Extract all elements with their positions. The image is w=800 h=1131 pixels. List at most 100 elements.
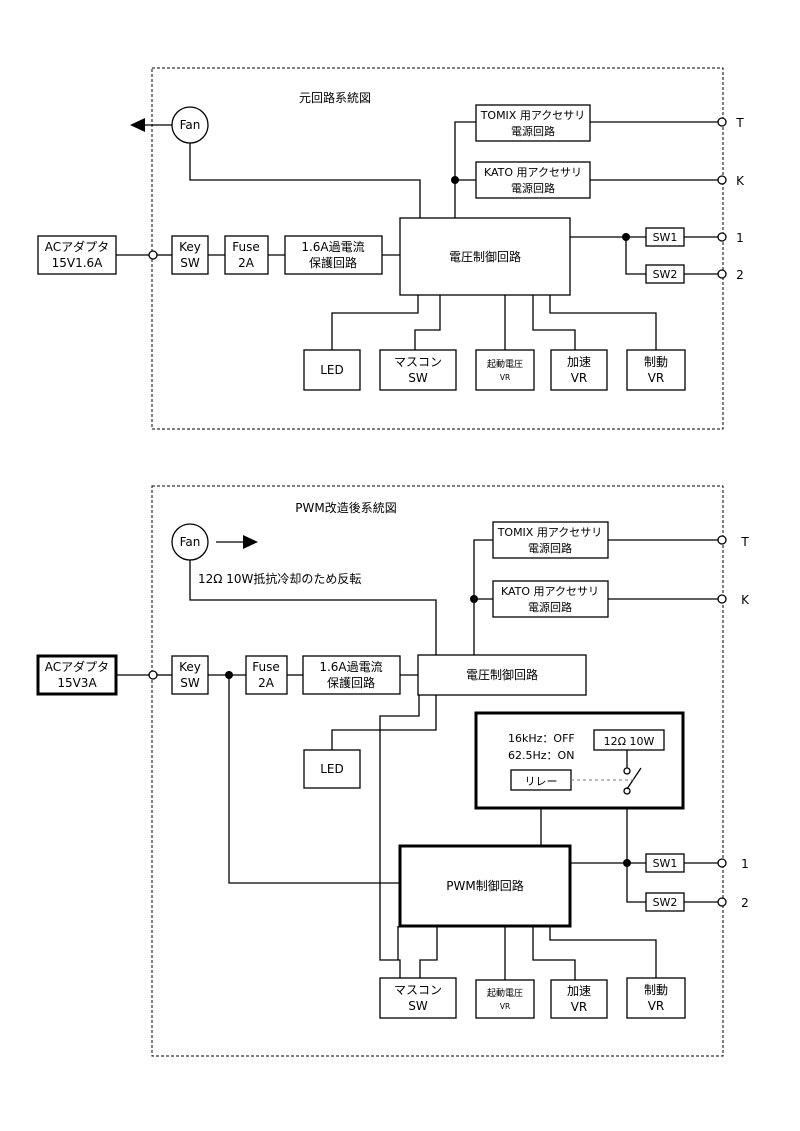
brake-box <box>626 349 686 391</box>
terminal-k <box>717 594 727 604</box>
key-sw-box <box>171 655 209 695</box>
accel-label2: VR <box>571 1000 588 1014</box>
kato-label2: 電源回路 <box>511 181 555 195</box>
pwm-control-label: PWM制御回路 <box>446 878 523 893</box>
fuse-box <box>224 235 269 275</box>
terminal-t <box>717 117 727 127</box>
relay-contact-upper <box>623 767 631 775</box>
protection-label2: 保護回路 <box>309 255 357 270</box>
terminal-t <box>717 535 727 545</box>
voltage-control-box <box>417 654 587 696</box>
mascon-label: マスコン <box>394 355 442 369</box>
brake-label: 制動 <box>644 983 668 997</box>
ac-adapter-box <box>36 654 118 696</box>
terminal-1-label: 1 <box>736 231 744 245</box>
key-sw-label: Key <box>179 660 201 674</box>
relay-freq-off: 16kHz：OFF <box>508 732 575 745</box>
pwm-control-box <box>398 844 572 928</box>
start-voltage-label2: VR <box>500 1002 510 1011</box>
diagram2-border <box>151 485 724 1057</box>
accel-label: 加速 <box>567 355 591 369</box>
input-terminal <box>148 670 158 680</box>
sw2-box <box>645 892 685 912</box>
pwm-circuit-diagram: PWM改造後系統図 Fan 12Ω 10W抵抗冷却のため反転 <box>36 485 750 1057</box>
accel-label: 加速 <box>567 984 591 998</box>
tomix-label2: 電源回路 <box>511 124 555 138</box>
terminal-1 <box>717 858 727 868</box>
led-label: LED <box>320 762 344 776</box>
start-voltage-box <box>475 979 535 1019</box>
junction-dot <box>470 595 478 603</box>
terminal-1 <box>717 232 727 242</box>
wire-brake <box>549 295 657 350</box>
wire-sw2 <box>626 863 646 903</box>
sw2-label: SW2 <box>653 896 678 909</box>
input-terminal <box>148 250 158 260</box>
voltage-control-label: 電圧制御回路 <box>449 249 521 264</box>
wire-fan <box>189 143 421 218</box>
sw1-box <box>645 227 685 247</box>
ac-adapter-rating: 15V1.6A <box>52 256 104 270</box>
original-circuit-diagram: 元回路系統図 Fan ACアダプタ 15V1.6A <box>37 67 745 430</box>
ac-adapter-label: ACアダプタ <box>45 239 109 254</box>
terminal-2 <box>717 269 727 279</box>
terminal-k-label: K <box>736 174 745 188</box>
terminal-k <box>717 175 727 185</box>
fuse-rating: 2A <box>258 676 275 690</box>
tomix-label: TOMIX 用アクセサリ <box>497 526 603 539</box>
wire-mascon <box>414 295 441 350</box>
diagram1-title: 元回路系統図 <box>299 90 371 105</box>
wire-mascon-a <box>379 695 420 978</box>
protection-box <box>284 235 383 275</box>
wire-accel <box>532 295 576 350</box>
resistor-box <box>593 729 665 751</box>
kato-box <box>492 580 609 618</box>
fuse-label: Fuse <box>232 240 260 254</box>
wire-accel <box>532 926 576 980</box>
mascon-label2: SW <box>408 371 428 385</box>
led-box <box>303 749 361 789</box>
sw1-box <box>645 853 685 873</box>
wire-mascon-c <box>419 926 438 978</box>
fan-label: Fan <box>180 118 201 132</box>
protection-label: 1.6A過電流 <box>319 660 382 674</box>
terminal-2-label: 2 <box>736 268 744 282</box>
tomix-label: TOMIX 用アクセサリ <box>480 109 586 122</box>
start-voltage-box <box>475 349 535 391</box>
mascon-box <box>379 349 457 391</box>
terminal-2 <box>717 897 727 907</box>
key-sw-box <box>171 235 209 275</box>
voltage-control-box <box>399 217 571 296</box>
brake-label: 制動 <box>644 355 668 369</box>
wire-brake <box>549 926 657 978</box>
kato-label2: 電源回路 <box>528 600 572 614</box>
wire-led <box>331 695 437 750</box>
tomix-box <box>475 104 591 142</box>
diagram1-border <box>151 67 724 430</box>
fan-airflow-arrow-icon <box>130 118 145 132</box>
sw2-box <box>645 264 685 284</box>
brake-label2: VR <box>648 371 665 385</box>
led-label: LED <box>320 363 344 377</box>
sw1-label: SW1 <box>653 231 678 244</box>
key-sw-label2: SW <box>180 676 200 690</box>
led-box <box>303 349 361 391</box>
terminal-2-label: 2 <box>741 896 749 910</box>
wire-sw2 <box>625 237 646 275</box>
wire-fan <box>189 560 437 655</box>
wire-pwm-power <box>228 675 400 884</box>
terminal-t-label: T <box>735 116 744 130</box>
key-sw-label: Key <box>179 240 201 254</box>
fan-note: 12Ω 10W抵抗冷却のため反転 <box>198 571 361 586</box>
brake-box <box>626 977 686 1019</box>
accel-box <box>550 979 608 1019</box>
resistor-label: 12Ω 10W <box>604 735 655 748</box>
relay-label: リレー <box>525 775 558 788</box>
mascon-box <box>379 977 457 1019</box>
tomix-label2: 電源回路 <box>528 541 572 555</box>
ac-adapter-rating: 15V3A <box>57 676 97 690</box>
kato-label: KATO 用アクセサリ <box>484 166 582 179</box>
fan-airflow-arrow-icon <box>243 535 258 549</box>
start-voltage-label: 起動電圧 <box>487 359 523 370</box>
